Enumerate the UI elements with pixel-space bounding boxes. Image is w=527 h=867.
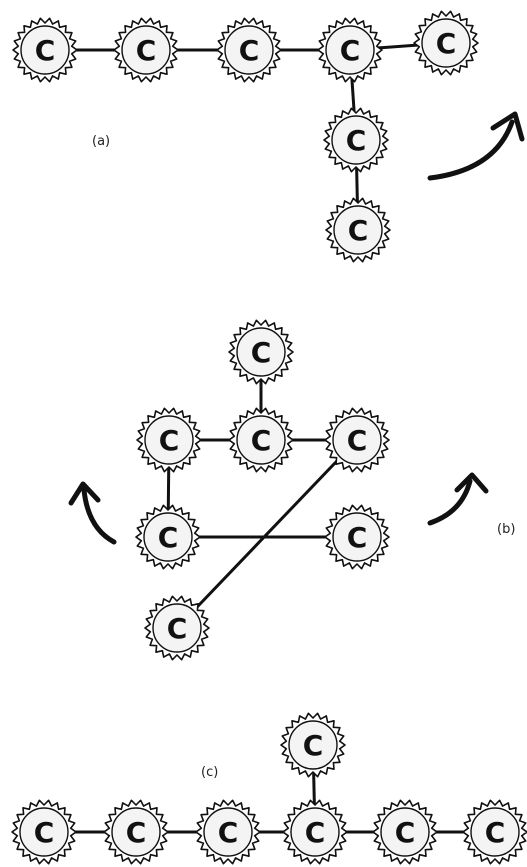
cap-face: [332, 415, 382, 465]
atom-letter: C: [346, 124, 367, 157]
curved-arrow-a-head: [490, 111, 525, 142]
atom-letter: C: [395, 816, 416, 849]
carbon-atom-a-2: C: [216, 17, 282, 83]
carbon-atom-a-4: C: [413, 10, 479, 76]
cap-face: [20, 25, 70, 75]
carbon-atom-a-3: C: [317, 17, 383, 83]
atom-letter: C: [34, 816, 55, 849]
cap-face: [421, 18, 471, 68]
cap-face: [19, 807, 69, 857]
cap-face: [121, 25, 171, 75]
atom-letter: C: [167, 612, 188, 645]
atom-letter: C: [305, 816, 326, 849]
carbon-atom-a-6: C: [325, 197, 391, 263]
atom-letter: C: [159, 424, 180, 457]
arrow-layer: [68, 111, 525, 545]
atom-letter: C: [251, 336, 272, 369]
carbon-atom-b-0: C: [228, 319, 294, 385]
cap-face: [288, 720, 338, 770]
curved-arrow-b-left: [81, 487, 117, 545]
carbon-atom-b-2: C: [228, 407, 294, 473]
carbon-atom-b-6: C: [144, 595, 210, 661]
cap-face: [143, 512, 193, 562]
atom-letter: C: [158, 521, 179, 554]
panel-label-b: (b): [497, 522, 515, 537]
carbon-atom-c-4: C: [282, 799, 348, 865]
atom-letter: C: [347, 424, 368, 457]
carbon-atom-b-4: C: [135, 504, 201, 570]
cap-face: [224, 25, 274, 75]
bond-b-5: [175, 438, 359, 630]
atom-letter: C: [348, 214, 369, 247]
curved-arrow-b-right: [427, 478, 473, 526]
atom-letter: C: [303, 729, 324, 762]
cap-face: [152, 603, 202, 653]
atom-letter: C: [239, 34, 260, 67]
label-layer: (a) (b) (c): [92, 134, 515, 780]
carbon-atom-a-0: C: [12, 17, 78, 83]
cap-face: [380, 807, 430, 857]
carbon-atom-c-2: C: [103, 799, 169, 865]
cap-face: [111, 807, 161, 857]
atom-letter: C: [136, 34, 157, 67]
carbon-atom-c-5: C: [372, 799, 438, 865]
carbon-atom-a-5: C: [323, 107, 389, 173]
carbon-atom-b-5: C: [324, 504, 390, 570]
atom-letter: C: [126, 816, 147, 849]
atom-letter: C: [218, 816, 239, 849]
cap-face: [290, 807, 340, 857]
curved-arrow-b-left-head: [68, 481, 101, 506]
carbon-atom-c-0: C: [280, 712, 346, 778]
cap-face: [331, 115, 381, 165]
carbon-atom-c-6: C: [462, 799, 527, 865]
curved-arrow-b-right-head: [454, 472, 489, 494]
atom-letter: C: [347, 521, 368, 554]
carbon-atom-c-3: C: [195, 799, 261, 865]
cap-face: [144, 415, 194, 465]
carbon-atom-c-1: C: [11, 799, 77, 865]
carbon-atom-b-1: C: [136, 407, 202, 473]
cap-face: [332, 512, 382, 562]
atom-layer: C C C C C C C C C C C C C C C C C C C C C: [11, 10, 527, 865]
carbon-atom-b-3: C: [324, 407, 390, 473]
panel-label-a: (a): [92, 134, 110, 149]
cap-face: [203, 807, 253, 857]
atom-letter: C: [436, 27, 457, 60]
cap-face: [236, 327, 286, 377]
atom-letter: C: [251, 424, 272, 457]
cap-face: [236, 415, 286, 465]
carbon-atom-a-1: C: [113, 17, 179, 83]
cap-face: [470, 807, 520, 857]
atom-letter: C: [485, 816, 506, 849]
curved-arrow-a: [427, 119, 515, 181]
cap-face: [325, 25, 375, 75]
cap-face: [333, 205, 383, 255]
atom-letter: C: [340, 34, 361, 67]
panel-label-c: (c): [201, 765, 218, 780]
atom-letter: C: [35, 34, 56, 67]
